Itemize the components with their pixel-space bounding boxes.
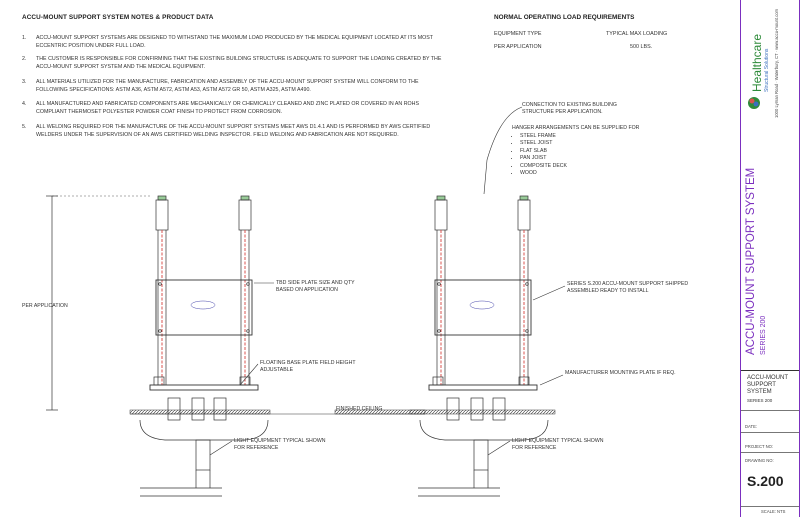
callout-connection: CONNECTION TO EXISTING BUILDING STRUCTUR… (522, 102, 617, 115)
note-4: 4. ALL MANUFACTURED AND FABRICATED COMPO… (22, 101, 442, 116)
brand-name: Healthcare (750, 33, 764, 92)
scale-label: SCALE: NTS (761, 509, 786, 514)
note-5: 5. ALL WELDING REQUIRED FOR THE MANUFACT… (22, 124, 442, 139)
note-text: ACCU-MOUNT SUPPORT SYSTEMS ARE DESIGNED … (36, 35, 433, 49)
brand-logo (747, 96, 761, 110)
per-application-dimension (46, 195, 150, 411)
leader-lines (209, 106, 566, 456)
elevation-drawing (46, 106, 566, 497)
hanger-item: WOOD (520, 170, 567, 177)
note-number: 2. (22, 56, 27, 62)
load-row-value: 500 LBS. (630, 44, 653, 50)
load-col-equipment: EQUIPMENT TYPE (494, 31, 542, 37)
drawing-number-label: DRAWING NO: (745, 458, 774, 463)
note-text: ALL MANUFACTURED AND FABRICATED COMPONEN… (36, 101, 420, 115)
note-number: 1. (22, 35, 27, 41)
box-series: SERIES 200 (747, 398, 773, 403)
left-support-assembly (149, 195, 259, 391)
note-text: ALL MATERIALS UTILIZED FOR THE MANUFACTU… (36, 79, 419, 93)
callout-per-application: PER APPLICATION (22, 303, 68, 309)
hanger-item: STEEL JOIST (520, 140, 567, 147)
right-support-assembly (428, 195, 538, 391)
callout-series-shipped: SERIES S.200 ACCU-MOUNT SUPPORT SHIPPED … (567, 281, 689, 294)
callout-light-equipment-left: LIGHT EQUIPMENT TYPICAL SHOWN FOR REFERE… (234, 438, 326, 451)
right-ceiling-hatch (409, 409, 556, 415)
hanger-item: FLAT SLAB (520, 148, 567, 155)
callout-light-equipment-right: LIGHT EQUIPMENT TYPICAL SHOWN FOR REFERE… (512, 438, 604, 451)
callout-tbd-plate: TBD SIDE PLATE SIZE AND QTY BASED ON APP… (276, 280, 355, 293)
note-text: ALL WELDING REQUIRED FOR THE MANUFACTURE… (36, 124, 431, 138)
note-number: 4. (22, 101, 27, 107)
callout-hanger-intro: HANGER ARRANGEMENTS CAN BE SUPPLIED FOR (512, 125, 640, 131)
load-requirements-title: NORMAL OPERATING LOAD REQUIREMENTS (494, 14, 635, 21)
note-text: THE CUSTOMER IS RESPONSIBLE FOR CONFIRMI… (36, 56, 442, 70)
sheet-number: S.200 (747, 473, 784, 489)
note-number: 5. (22, 124, 27, 130)
note-3: 3. ALL MATERIALS UTILIZED FOR THE MANUFA… (22, 79, 442, 94)
left-light-equipment (139, 397, 269, 497)
date-label: DATE: (745, 424, 758, 429)
box-title: ACCU-MOUNT SUPPORT SYSTEM (747, 375, 788, 395)
left-ceiling-hatch (129, 409, 271, 415)
system-title-vertical: ACCU-MOUNT SUPPORT SYSTEM (745, 167, 757, 355)
hanger-list: STEEL FRAME STEEL JOIST FLAT SLAB PAN JO… (512, 133, 567, 177)
brand-subtitle: Structural Solutions (764, 48, 770, 92)
project-number-label: PROJECT NO: (745, 444, 774, 449)
notes-title: ACCU-MOUNT SUPPORT SYSTEM NOTES & PRODUC… (22, 14, 214, 21)
load-col-loading: TYPICAL MAX LOADING (606, 31, 668, 37)
callout-floating-plate: FLOATING BASE PLATE FIELD HEIGHT ADJUSTA… (260, 360, 356, 373)
note-1: 1. ACCU-MOUNT SUPPORT SYSTEMS ARE DESIGN… (22, 35, 442, 50)
hanger-item: PAN JOIST (520, 155, 567, 162)
title-block: Healthcare Structural Solutions 1000 Lym… (740, 0, 800, 517)
address: 1000 Lyman Road · Waterbury, CT · www.ac… (774, 8, 779, 118)
callout-finished-ceiling: FINISHED CEILING (336, 406, 383, 412)
callout-manufacturer-plate: MANUFACTURER MOUNTING PLATE IF REQ. (565, 370, 676, 376)
hanger-item: STEEL FRAME (520, 133, 567, 140)
load-row-label: PER APPLICATION (494, 44, 542, 50)
note-number: 3. (22, 79, 27, 85)
note-2: 2. THE CUSTOMER IS RESPONSIBLE FOR CONFI… (22, 56, 442, 71)
hanger-item: COMPOSITE DECK (520, 163, 567, 170)
logo-mark-icon (748, 97, 760, 109)
series-vertical: SERIES 200 (760, 315, 767, 355)
